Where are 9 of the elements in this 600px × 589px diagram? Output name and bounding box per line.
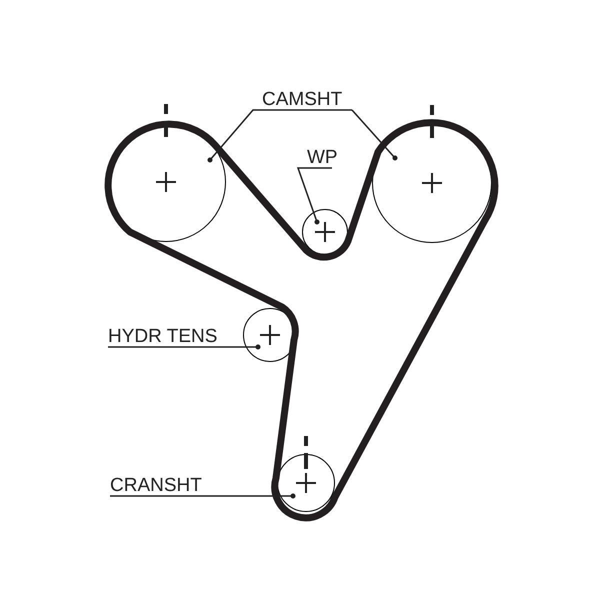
leader-line (208, 109, 352, 162)
leader-line (351, 110, 398, 160)
part-label: CRANSHT (110, 476, 202, 496)
leader-line (110, 494, 296, 498)
leader-line (108, 344, 260, 350)
part-label: HYDR TENS (108, 327, 218, 347)
leader-line (296, 167, 332, 224)
part-label: WP (307, 148, 338, 168)
part-label: CAMSHT (262, 90, 342, 110)
